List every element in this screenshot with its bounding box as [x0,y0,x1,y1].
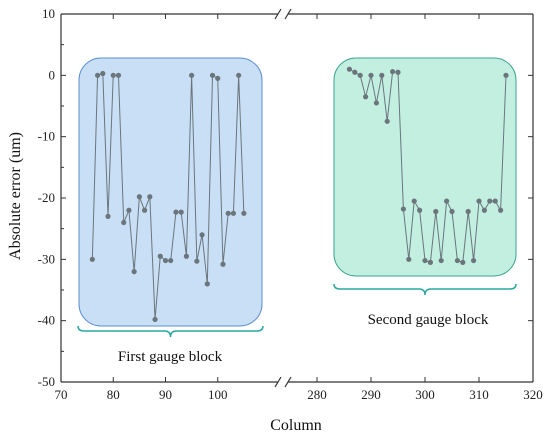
data-point [379,72,385,78]
data-point [115,72,122,78]
x-tick-label: 320 [523,387,543,402]
data-point [199,232,205,238]
data-point [194,258,200,264]
brace-first [77,325,264,338]
data-point [126,207,132,213]
data-point [498,207,504,213]
braces [77,283,517,338]
x-tick-label: 280 [307,387,327,402]
series-layer [89,66,509,323]
y-tick-label: 0 [49,67,56,82]
highlight-box-second [333,57,517,277]
data-point [373,100,379,106]
data-point [178,209,184,215]
y-tick-label: 10 [42,6,55,21]
data-point [352,69,358,75]
data-point [417,207,423,213]
data-point [157,253,163,259]
data-point [142,207,148,213]
data-point [152,316,158,323]
data-point [406,256,412,262]
data-point [110,72,116,78]
data-point [390,69,396,75]
data-point [368,72,374,78]
axis-break-mark [284,8,292,20]
data-point [105,213,111,219]
data-point [363,94,369,100]
data-point [449,208,455,215]
data-point [444,198,450,204]
data-point [241,210,247,216]
data-point [454,257,460,264]
data-point [346,66,352,72]
x-tick-label: 290 [361,387,381,402]
x-tick-label: 70 [55,387,68,402]
data-point [492,198,498,204]
data-point [476,198,482,204]
x-tick-label: 310 [469,387,489,402]
data-point [121,219,127,226]
x-tick-label: 90 [159,387,172,402]
data-point [136,194,142,200]
annotation-second-gauge-block: Second gauge block [368,312,489,328]
data-point [230,210,237,216]
data-point [357,72,363,78]
brace-second [333,283,517,296]
data-point [89,256,95,262]
data-point [209,72,216,78]
data-point [433,208,439,215]
highlight-boxes [78,57,517,327]
data-point [438,257,444,264]
data-point [204,281,210,287]
data-point [131,269,137,275]
data-point [460,259,466,265]
y-axis-label: Absolute error (um) [7,132,24,260]
data-point [384,118,390,124]
data-point [183,253,189,259]
axis-break-mark [274,376,282,388]
data-point [162,257,169,264]
y-tick-label: -40 [38,313,55,328]
data-point [100,70,106,77]
y-tick-label: -50 [38,374,55,389]
x-tick-label: 100 [208,387,228,402]
data-point [215,75,221,81]
data-point [225,210,231,216]
y-tick-label: -20 [38,190,55,205]
highlight-box-first [78,57,263,327]
x-tick-label: 80 [107,387,120,402]
data-point [471,257,477,264]
data-point [400,206,406,212]
data-point [422,257,428,264]
data-point [411,198,417,204]
data-point [487,198,493,204]
data-point [189,72,195,78]
axis-break-mark [274,8,282,20]
data-point [395,69,401,75]
data-point [94,72,101,78]
x-axis-label: Column [270,417,322,434]
y-tick-label: -30 [38,251,55,266]
data-point [147,194,153,200]
data-point [168,257,174,264]
data-point [427,259,433,265]
axis-ticks: -50 -40 -30 -20 -10 0 10 70 80 90 100 280 290 300 310 3… [38,6,543,402]
data-point [173,209,179,215]
data-point [220,261,226,267]
data-point [481,207,487,213]
x-tick-label: 300 [415,387,435,402]
data-point [236,72,242,78]
axis-break-mark [284,376,292,388]
data-point [503,72,509,78]
data-point [465,208,471,215]
annotation-first-gauge-block: First gauge block [118,349,223,365]
y-tick-label: -10 [38,129,55,144]
